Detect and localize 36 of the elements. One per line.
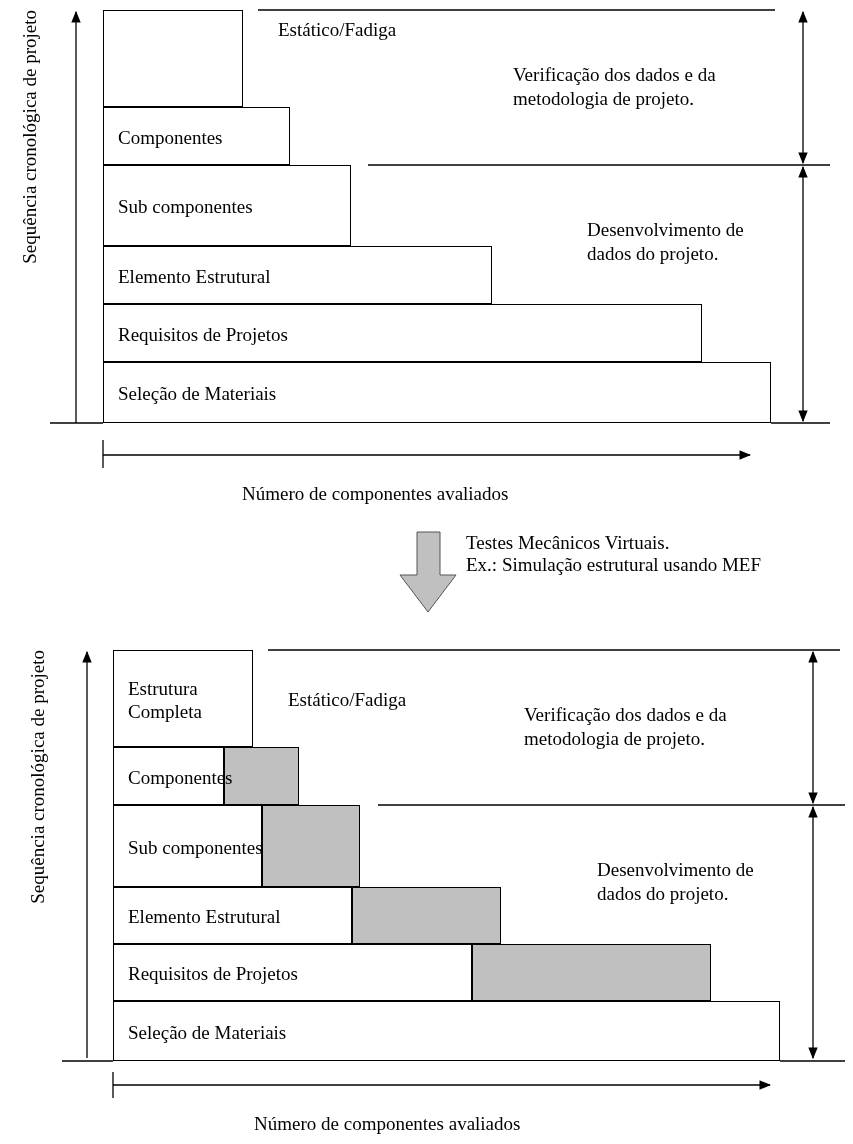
level-label: Estrutura Completa bbox=[128, 676, 203, 723]
level-box bbox=[103, 362, 771, 423]
level-label: Componentes bbox=[118, 125, 223, 149]
bracket-label: Desenvolvimento de dados do projeto. bbox=[587, 218, 745, 266]
annotation-text: Ex.: Simulação estrutural usando MEF bbox=[466, 553, 761, 577]
level-box bbox=[113, 887, 352, 944]
axis-title: Sequência cronológica de projeto bbox=[26, 650, 49, 904]
phase-label: Estático/Fadiga bbox=[278, 18, 397, 42]
level-label: Elemento Estrutural bbox=[128, 905, 281, 928]
annotation-text: Testes Mecânicos Virtuais. bbox=[466, 531, 670, 555]
axis-title: Número de componentes avaliados bbox=[254, 1112, 521, 1136]
level-label: Seleção de Materiais bbox=[118, 382, 277, 405]
shaded-block bbox=[262, 805, 360, 887]
level-box bbox=[103, 107, 290, 165]
shaded-block bbox=[352, 887, 501, 944]
level-label: Requisitos de Projetos bbox=[128, 962, 298, 985]
empty-box bbox=[103, 10, 243, 107]
level-box bbox=[103, 165, 351, 246]
phase-label: Estático/Fadiga bbox=[288, 688, 407, 712]
level-box bbox=[113, 944, 472, 1001]
axis-title: Número de componentes avaliados bbox=[242, 482, 509, 506]
level-label: Seleção de Materiais bbox=[128, 1020, 287, 1044]
level-box bbox=[113, 1001, 780, 1061]
bracket-label: Desenvolvimento de dados do projeto. bbox=[597, 858, 755, 906]
level-label: Sub componentes bbox=[118, 195, 253, 218]
bracket-label: Verificação dos dados e da metodologia de projeto. bbox=[524, 703, 728, 751]
level-box bbox=[103, 246, 492, 304]
level-box bbox=[103, 304, 702, 362]
shaded-block bbox=[472, 944, 711, 1001]
level-box bbox=[113, 805, 262, 887]
axis-title: Sequência cronológica de projeto bbox=[18, 10, 41, 264]
bracket-label: Verificação dos dados e da metodologia de projeto. bbox=[513, 63, 717, 111]
level-box bbox=[113, 650, 253, 747]
level-label: Elemento Estrutural bbox=[118, 264, 271, 288]
level-label: Sub componentes bbox=[128, 835, 263, 859]
level-label: Requisitos de Projetos bbox=[118, 322, 288, 346]
